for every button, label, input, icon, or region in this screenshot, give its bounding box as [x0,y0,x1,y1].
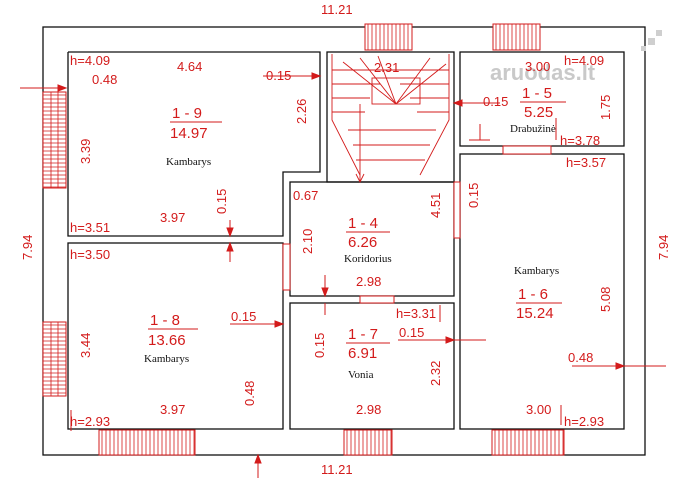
r19-d3: 2.26 [294,99,309,124]
r19-height: 3.39 [78,139,93,164]
r18-area: 13.66 [148,332,186,349]
r16-h-top: h=3.57 [566,155,606,170]
r18-name: Kambarys [144,353,189,365]
r16-area: 15.24 [516,305,554,322]
r14-d1: 0.67 [293,188,318,203]
r14-name: Koridorius [344,253,392,265]
r18-d2: 0.48 [242,381,257,406]
r18-h-bottom: h=2.93 [70,414,110,429]
door-wardrobe [502,145,552,155]
overall-height-left: 7.94 [20,235,35,260]
r16-h-bottom: h=2.93 [564,414,604,429]
r19-code: 1 - 9 [172,105,202,122]
window-left-upper [42,91,67,189]
r16-d2: 0.15 [466,183,481,208]
window-bottom-right [491,429,565,456]
r17-name: Vonia [348,369,374,381]
window-bottom-mid [343,429,393,456]
r14-area: 6.26 [348,234,377,251]
r17-w: 2.98 [356,402,381,417]
dimension-ticks [70,118,562,431]
door-corridor-right [453,181,461,239]
r18-w-bottom: 3.97 [160,402,185,417]
r15-code: 1 - 5 [522,85,552,102]
r16-w: 3.00 [526,402,551,417]
r17-d2: 0.15 [399,325,424,340]
door-corridor-left [282,243,291,291]
r14-w: 2.98 [356,274,381,289]
r19-w-bottom: 3.97 [160,210,185,225]
outer-walls [42,26,646,456]
r18-height: 3.44 [78,333,93,358]
r16-code: 1 - 6 [518,286,548,303]
r19-d4: 0.15 [214,189,229,214]
r17-area: 6.91 [348,345,377,362]
r19-w-top: 4.64 [177,59,202,74]
r19-h-top: h=4.09 [70,53,110,68]
r14-code: 1 - 4 [348,215,378,232]
r16-name: Kambarys [514,265,559,277]
r19-d1: 0.48 [92,72,117,87]
r15-h-top: h=4.09 [564,53,604,68]
r15-area: 5.25 [524,104,553,121]
dimension-lines [20,72,666,478]
r17-d1: 0.15 [312,333,327,358]
r15-name: Drabužinė [510,123,556,135]
r15-w: 3.00 [525,59,550,74]
staircase [331,54,450,184]
window-left-lower [42,321,67,397]
watermark-logo-icon [641,30,662,51]
r19-h-bottom: h=3.51 [70,220,110,235]
r17-d3: 2.32 [428,361,443,386]
r14-d2: 2.10 [300,229,315,254]
overall-height-right: 7.94 [656,235,671,260]
overall-width-top: 11.21 [321,2,353,17]
r16-d1: 0.48 [568,350,593,365]
r15-d2: 0.15 [483,94,508,109]
r17-code: 1 - 7 [348,326,378,343]
r19-name: Kambarys [166,156,211,168]
r15-h-bottom: h=3.78 [560,133,600,148]
r19-d2: 0.15 [266,68,291,83]
r19-area: 14.97 [170,125,208,142]
stairs-width: 2.31 [374,60,399,75]
r17-h-top: h=3.31 [396,306,436,321]
window-hatching [43,24,564,455]
door-bath [359,295,395,304]
r15-d1: 1.75 [598,95,613,120]
r18-d1: 0.15 [231,309,256,324]
watermark-text: aruodas.lt [490,60,596,85]
r14-d3: 4.51 [428,193,443,218]
r16-height: 5.08 [598,287,613,312]
window-bottom-left [98,429,196,456]
r18-h-top: h=3.50 [70,247,110,262]
overall-width-bottom: 11.21 [321,462,353,477]
r18-code: 1 - 8 [150,312,180,329]
